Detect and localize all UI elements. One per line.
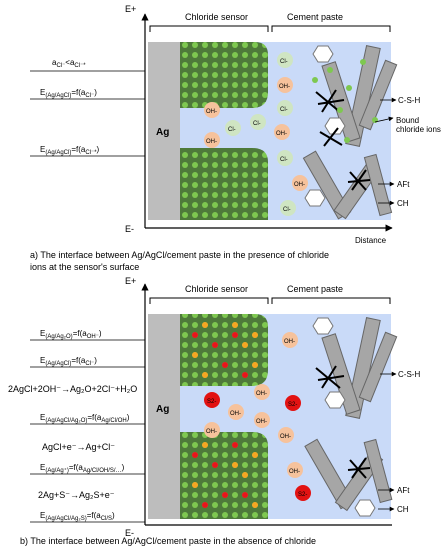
svg-text:Cl-: Cl- bbox=[228, 127, 236, 133]
panel-a-e-plus: E+ bbox=[125, 4, 136, 14]
svg-text:OH-: OH- bbox=[230, 411, 241, 417]
panel-a-ag-label: Ag bbox=[156, 127, 169, 138]
panel-b-reaction-1: 2AgCl+2OH⁻→Ag₂O+2Cl⁻+H₂O bbox=[8, 384, 137, 394]
panel-b-ions: OH- S2- OH- OH- OH- OH- S2- OH- OH- S2- bbox=[204, 332, 311, 501]
panel-b-brace-paste bbox=[271, 297, 391, 304]
panel-b-hydrates bbox=[304, 317, 398, 517]
panel-a-hydrates bbox=[302, 45, 398, 220]
panel-a-header-paste: Cement paste bbox=[287, 12, 343, 22]
panel-b-ag-label: Ag bbox=[156, 404, 169, 415]
svg-text:Cl-: Cl- bbox=[283, 207, 291, 213]
panel-b-caption-line1: b) The interface between Ag/AgCl/cement … bbox=[20, 536, 316, 546]
panel-b-agcl-top bbox=[180, 314, 268, 386]
panel-b-brace-sensor bbox=[149, 297, 269, 304]
panel-b-label-e-ag2s: E(Ag/AgCl/Ag₂S)=f(aCl/S) bbox=[40, 511, 115, 522]
svg-text:OH-: OH- bbox=[280, 434, 291, 440]
svg-text:S2-: S2- bbox=[298, 492, 307, 498]
svg-text:OH-: OH- bbox=[294, 182, 305, 188]
svg-text:OH-: OH- bbox=[284, 339, 295, 345]
svg-text:OH-: OH- bbox=[206, 429, 217, 435]
panel-b-agcl-dots bbox=[192, 322, 258, 508]
svg-text:S2-: S2- bbox=[288, 402, 297, 408]
panel-a-agcl-top bbox=[180, 42, 268, 108]
panel-a-agcl-bottom bbox=[180, 148, 268, 220]
panel-b-label-e-ag-plus: E(Ag/Ag⁺)=f(aAg/Cl/OH/S/…) bbox=[40, 463, 125, 474]
panel-a-legend-aft: AFt bbox=[397, 180, 410, 189]
panel-a-ag-electrode bbox=[148, 42, 180, 220]
svg-text:OH-: OH- bbox=[289, 469, 300, 475]
panel-a-brace-paste bbox=[271, 25, 391, 32]
panel-a: E+ E- Distance Chloride sensor Cement pa… bbox=[30, 4, 441, 272]
panel-a-legend-csh: C-S-H bbox=[398, 96, 420, 105]
panel-b-legend-csh: C-S-H bbox=[398, 370, 420, 379]
panel-a-distance-label: Distance bbox=[355, 236, 387, 245]
panel-b-e-minus: E- bbox=[125, 528, 134, 538]
svg-text:Cl-: Cl- bbox=[280, 107, 288, 113]
panel-b-label-e-ag2o: E(Ag/Ag₂O)=f(aOH⁻) bbox=[40, 329, 102, 340]
panel-a-legend-ch: CH bbox=[397, 199, 409, 208]
panel-a-brace-sensor bbox=[149, 25, 269, 32]
panel-a-e-minus: E- bbox=[125, 224, 134, 234]
panel-a-caption-line2: ions at the sensor's surface bbox=[30, 262, 139, 272]
svg-text:Cl-: Cl- bbox=[280, 157, 288, 163]
panel-a-caption-line1: a) The interface between Ag/AgCl/cement … bbox=[30, 250, 329, 260]
panel-b-reaction-2: AgCl+e⁻→Ag+Cl⁻ bbox=[42, 442, 115, 452]
svg-text:OH-: OH- bbox=[256, 391, 267, 397]
panel-b-header-paste: Cement paste bbox=[287, 284, 343, 294]
panel-b: E+ E- Chloride sensor Cement paste Ag E(… bbox=[8, 276, 420, 546]
panel-a-label-activity: aCl⁻<aCl⁻* bbox=[52, 58, 86, 69]
svg-text:OH-: OH- bbox=[206, 109, 217, 115]
svg-text:S2-: S2- bbox=[207, 399, 216, 405]
svg-text:OH-: OH- bbox=[206, 139, 217, 145]
panel-b-label-e-agcl-oh: E(Ag/AgCl/Ag₂O)=f(aAg/Cl/OH) bbox=[40, 413, 130, 424]
panel-a-label-e1: E(Ag/AgCl)=f(aCl⁻) bbox=[40, 88, 97, 99]
svg-text:OH-: OH- bbox=[279, 84, 290, 90]
panel-a-ions: Cl- OH- Cl- Cl- OH- OH- Cl- OH- Cl- OH- … bbox=[204, 52, 308, 216]
panel-b-legend-ch: CH bbox=[397, 505, 409, 514]
panel-b-legend-aft: AFt bbox=[397, 486, 410, 495]
panel-a-header-sensor: Chloride sensor bbox=[185, 12, 248, 22]
svg-text:Cl-: Cl- bbox=[253, 121, 261, 127]
panel-b-e-plus: E+ bbox=[125, 276, 136, 286]
panel-b-label-e-agcl: E(Ag/AgCl)=f(aCl⁻) bbox=[40, 356, 97, 367]
svg-text:OH-: OH- bbox=[276, 131, 287, 137]
panel-b-reaction-3: 2Ag+S⁻→Ag₂S+e⁻ bbox=[38, 490, 115, 500]
panel-a-arrow-bound bbox=[374, 116, 394, 123]
panel-b-header-sensor: Chloride sensor bbox=[185, 284, 248, 294]
panel-b-ag-electrode bbox=[148, 314, 180, 519]
svg-text:OH-: OH- bbox=[256, 419, 267, 425]
panel-a-label-e2: E(Ag/AgCl)=f(aCl⁻*) bbox=[40, 145, 100, 156]
svg-text:Cl-: Cl- bbox=[280, 59, 288, 65]
